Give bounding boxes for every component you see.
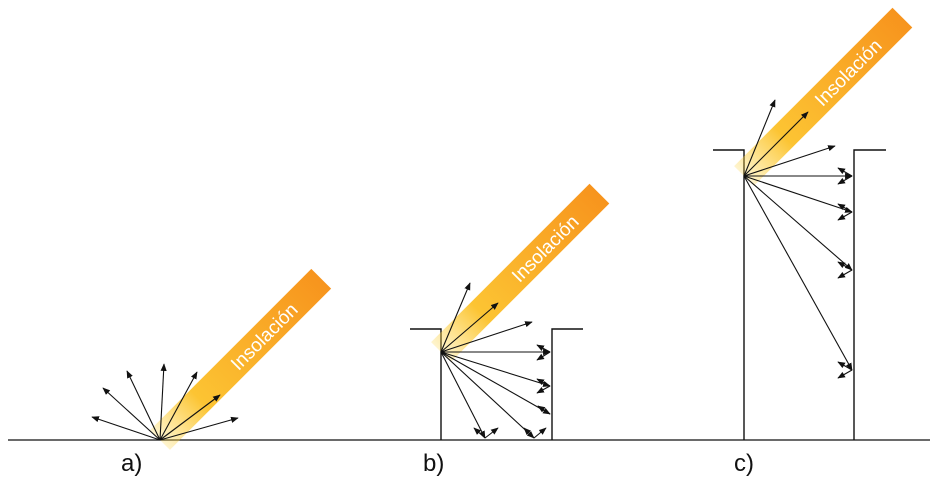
reflection-arrows-b <box>440 282 551 439</box>
secondary-arrows-b <box>473 344 551 439</box>
canyon-b-walls <box>410 328 583 440</box>
secondary-arrows-c <box>837 167 853 379</box>
reflection-arrows-a <box>91 363 239 441</box>
beam-a: Insolación <box>150 268 332 450</box>
panel-c: Insolación c) <box>734 7 913 477</box>
beam-label-b: Insolación <box>508 212 583 287</box>
case-label-c: c) <box>734 450 754 477</box>
beam-label-c: Insolación <box>811 36 886 111</box>
case-label-a: a) <box>121 450 142 477</box>
case-label-b: b) <box>423 450 444 477</box>
panel-a: Insolación a) <box>91 268 332 477</box>
beam-b: Insolación <box>431 183 610 362</box>
reflection-arrows-c <box>743 99 853 371</box>
panel-b: Insolación b) <box>423 183 610 477</box>
beam-label-a: Insolación <box>227 300 302 375</box>
canyon-c-walls <box>713 149 886 440</box>
